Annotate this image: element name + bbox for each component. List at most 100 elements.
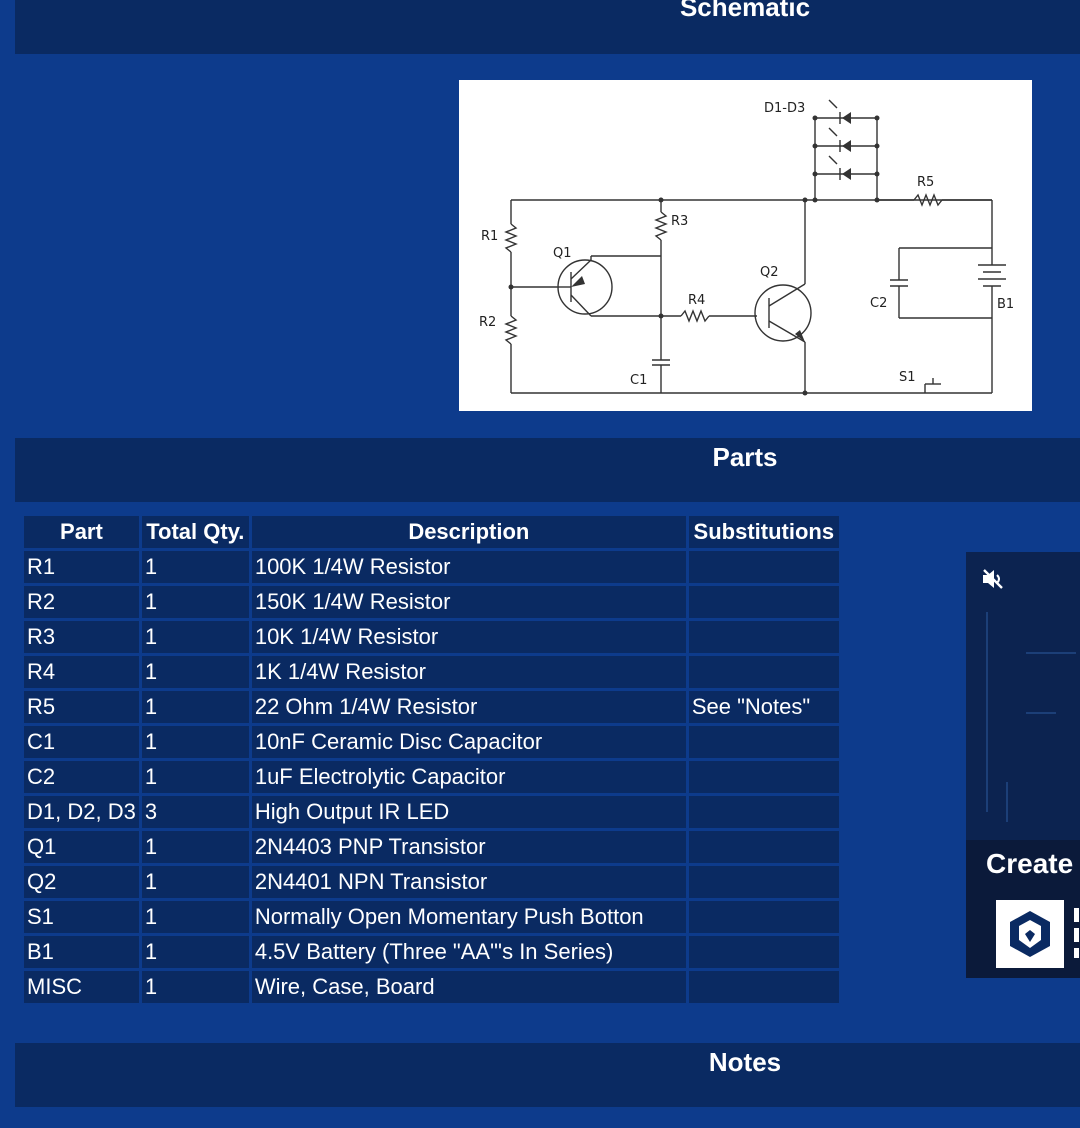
cell-part: C2 (24, 761, 139, 793)
cell-qty: 1 (141, 551, 249, 583)
table-row: R3 1 10K 1/4W Resistor (24, 621, 839, 653)
cell-qty: 1 (141, 586, 249, 618)
cell-qty: 1 (141, 866, 249, 898)
label-c1: C1 (630, 373, 647, 388)
cell-qty: 1 (141, 971, 249, 1003)
cell-description: 2N4403 PNP Transistor (251, 831, 686, 863)
cell-part: B1 (24, 936, 139, 968)
cell-substitution (688, 831, 839, 863)
cell-description: High Output IR LED (251, 796, 686, 828)
cell-substitution (688, 621, 839, 653)
cell-part: Q1 (24, 831, 139, 863)
ad-video-area[interactable] (966, 552, 1080, 840)
label-q1: Q1 (553, 246, 572, 261)
table-row: R4 1 1K 1/4W Resistor (24, 656, 839, 688)
cell-substitution (688, 936, 839, 968)
header-substitutions: Substitutions (688, 516, 839, 548)
cell-qty: 1 (141, 656, 249, 688)
parts-table-header-row: Part Total Qty. Description Substitution… (24, 516, 839, 548)
cell-qty: 3 (141, 796, 249, 828)
advertisement[interactable]: Create (966, 552, 1080, 978)
cell-part: C1 (24, 726, 139, 758)
cell-part: Q2 (24, 866, 139, 898)
header-total-qty: Total Qty. (141, 516, 249, 548)
circuit-schematic-svg: D1-D3 R1 R2 R3 R4 R5 Q1 Q2 C1 C2 S1 B1 (479, 99, 1014, 396)
cell-substitution (688, 656, 839, 688)
cell-substitution: See "Notes" (688, 691, 839, 723)
cell-substitution (688, 586, 839, 618)
label-r3: R3 (671, 214, 688, 229)
cell-description: Wire, Case, Board (251, 971, 686, 1003)
cell-qty: 1 (141, 621, 249, 653)
table-row: Q1 1 2N4403 PNP Transistor (24, 831, 839, 863)
table-row: S1 1 Normally Open Momentary Push Botton (24, 901, 839, 933)
table-row: R1 1 100K 1/4W Resistor (24, 551, 839, 583)
shield-logo-graphic (1010, 911, 1050, 957)
header-description: Description (251, 516, 686, 548)
cell-part: R5 (24, 691, 139, 723)
label-c2: C2 (870, 296, 887, 311)
cell-qty: 1 (141, 726, 249, 758)
cell-qty: 1 (141, 691, 249, 723)
ad-decoration-line (1026, 712, 1056, 714)
schematic-section-header: Schematic (15, 0, 1080, 54)
cell-substitution (688, 551, 839, 583)
cell-part: R1 (24, 551, 139, 583)
cell-substitution (688, 726, 839, 758)
parts-table: Part Total Qty. Description Substitution… (21, 513, 842, 1006)
cell-qty: 1 (141, 761, 249, 793)
cell-substitution (688, 761, 839, 793)
cell-substitution (688, 866, 839, 898)
label-b1: B1 (997, 297, 1014, 312)
cell-description: 10nF Ceramic Disc Capacitor (251, 726, 686, 758)
ad-headline[interactable]: Create (986, 848, 1074, 879)
ad-decoration-line (1006, 782, 1008, 822)
cell-part: D1, D2, D3 (24, 796, 139, 828)
cell-part: R4 (24, 656, 139, 688)
notes-section-header: Notes (15, 1043, 1080, 1107)
cell-qty: 1 (141, 936, 249, 968)
notes-title: Notes (708, 1047, 782, 1077)
cell-description: 22 Ohm 1/4W Resistor (251, 691, 686, 723)
cell-substitution (688, 901, 839, 933)
cell-part: S1 (24, 901, 139, 933)
cell-description: 150K 1/4W Resistor (251, 586, 686, 618)
cell-qty: 1 (141, 901, 249, 933)
cell-part: MISC (24, 971, 139, 1003)
label-r4: R4 (688, 293, 705, 308)
ad-decoration-line (1026, 652, 1076, 654)
table-row: R2 1 150K 1/4W Resistor (24, 586, 839, 618)
label-r1: R1 (481, 229, 498, 244)
cell-part: R3 (24, 621, 139, 653)
ad-text-glimpse (1074, 908, 1079, 958)
cell-description: Normally Open Momentary Push Botton (251, 901, 686, 933)
schematic-title: Schematic (679, 0, 811, 22)
table-row: MISC 1 Wire, Case, Board (24, 971, 839, 1003)
cell-description: 4.5V Battery (Three "AA"'s In Series) (251, 936, 686, 968)
label-q2: Q2 (760, 265, 779, 280)
cell-description: 1uF Electrolytic Capacitor (251, 761, 686, 793)
table-row: C2 1 1uF Electrolytic Capacitor (24, 761, 839, 793)
label-s1: S1 (899, 370, 916, 385)
table-row: R5 1 22 Ohm 1/4W Resistor See "Notes" (24, 691, 839, 723)
shield-logo-icon[interactable] (996, 900, 1064, 968)
table-row: D1, D2, D3 3 High Output IR LED (24, 796, 839, 828)
cell-description: 10K 1/4W Resistor (251, 621, 686, 653)
cell-substitution (688, 796, 839, 828)
cell-description: 1K 1/4W Resistor (251, 656, 686, 688)
label-r5: R5 (917, 175, 934, 190)
cell-part: R2 (24, 586, 139, 618)
speaker-muted-icon[interactable] (980, 566, 1006, 592)
cell-qty: 1 (141, 831, 249, 863)
header-part: Part (24, 516, 139, 548)
cell-description: 100K 1/4W Resistor (251, 551, 686, 583)
table-row: Q2 1 2N4401 NPN Transistor (24, 866, 839, 898)
cell-description: 2N4401 NPN Transistor (251, 866, 686, 898)
parts-title: Parts (712, 442, 778, 472)
table-row: C1 1 10nF Ceramic Disc Capacitor (24, 726, 839, 758)
table-row: B1 1 4.5V Battery (Three "AA"'s In Serie… (24, 936, 839, 968)
label-r2: R2 (479, 315, 496, 330)
parts-section-header: Parts (15, 438, 1080, 502)
cell-substitution (688, 971, 839, 1003)
label-d1-d3: D1-D3 (764, 101, 805, 116)
